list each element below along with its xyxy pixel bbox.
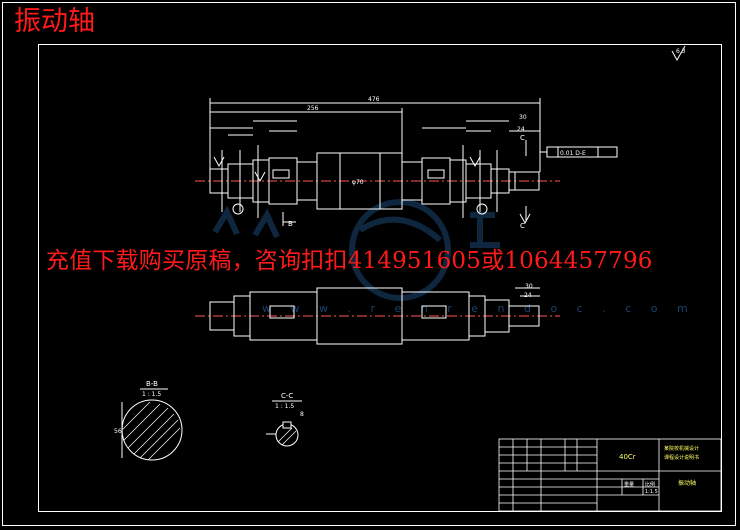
shaft-main-view: [195, 45, 686, 226]
section-bb-scale: 1 : 1.5: [142, 391, 161, 398]
tolerance-text: 0.01 D-E: [560, 150, 586, 157]
dim-30-lower: 30: [525, 283, 533, 290]
section-mark-c2: C: [520, 222, 525, 230]
section-bb: B-B 1 : 1.5 56: [114, 380, 183, 461]
section-cc: C-C 1 : 1.5 8: [266, 392, 304, 447]
part-name: 振动轴: [678, 479, 696, 487]
scale-label: 比例: [645, 481, 655, 488]
section-mark-c: C: [520, 134, 525, 142]
section-mark-b: B: [288, 220, 293, 228]
section-bb-dim: 56: [114, 428, 122, 435]
dim-left-span: 256: [307, 105, 319, 112]
ad-banner: 充值下载购买原稿，咨询扣扣414951605或1064457796: [46, 248, 653, 274]
weight-label: 重量: [624, 481, 634, 488]
watermark-logo: [212, 199, 500, 301]
dim-24: 24: [517, 126, 525, 133]
page-title: 振动轴: [14, 6, 95, 37]
section-cc-dim: 8: [300, 411, 304, 418]
section-cc-title: C-C: [281, 392, 293, 400]
section-cc-scale: 1 : 1.5: [275, 403, 294, 410]
dim-d70: φ70: [352, 179, 364, 186]
roughness-value: 6.3: [676, 48, 686, 55]
scale-value: 1:1.5: [645, 489, 658, 495]
school-line-1: 某院校机械设计: [664, 445, 699, 452]
material-label: 40Cr: [619, 453, 636, 461]
dim-24-lower: 24: [524, 292, 532, 299]
dim-overall: 476: [368, 96, 380, 103]
drawing-border: [38, 44, 722, 512]
watermark-url: w w w . r e n r e n d o c . c o m: [262, 302, 696, 315]
title-block: [498, 438, 722, 512]
school-line-2: 课程设计说明书: [664, 454, 699, 461]
dim-30: 30: [519, 114, 527, 121]
dimension-texts: 476 256 φ70 30 24 B C C 0.01 D-E 6.3: [288, 48, 686, 230]
section-bb-title: B-B: [146, 380, 158, 388]
shaft-lower-view: [195, 287, 560, 345]
